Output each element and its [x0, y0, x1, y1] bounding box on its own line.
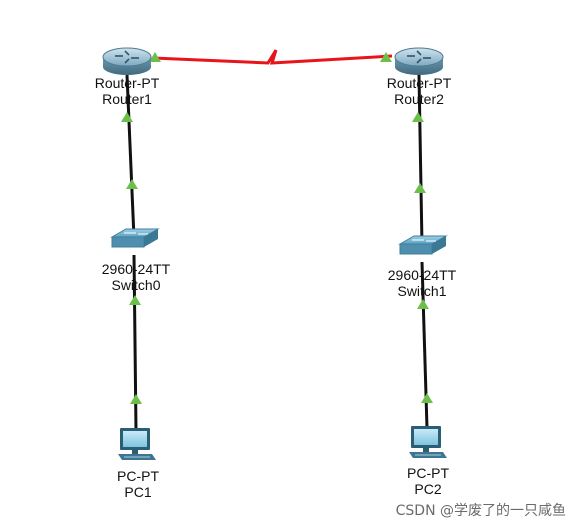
switch0-name: Switch0	[111, 277, 161, 293]
pc2-icon[interactable]	[409, 426, 447, 458]
router2-icon[interactable]	[394, 47, 444, 75]
link-router1-router2-serial[interactable]	[152, 49, 393, 65]
link-up-indicator	[121, 112, 133, 122]
switch1-icon[interactable]	[398, 235, 448, 255]
link-up-indicator	[126, 179, 138, 189]
pc2-name: PC2	[414, 481, 442, 497]
csdn-watermark: CSDN @学废了的一只咸鱼	[395, 503, 566, 519]
switch1-model: 2960-24TT	[387, 267, 457, 283]
router1-name: Router1	[102, 91, 152, 107]
router1-icon[interactable]	[102, 47, 152, 75]
pc1-icon[interactable]	[118, 428, 156, 460]
router2-model: Router-PT	[386, 75, 452, 91]
pc1-label[interactable]: PC-PT PC1	[88, 468, 188, 500]
switch1-label[interactable]: 2960-24TT Switch1	[372, 267, 472, 299]
link-up-indicator	[421, 393, 433, 403]
pc2-label[interactable]: PC-PT PC2	[378, 465, 478, 497]
link-up-indicator	[129, 295, 141, 305]
link-up-indicator	[380, 52, 392, 62]
router2-label[interactable]: Router-PT Router2	[369, 75, 469, 107]
switch1-name: Switch1	[397, 283, 447, 299]
router1-model: Router-PT	[94, 75, 160, 91]
link-up-indicator	[414, 183, 426, 193]
link-router2-switch1[interactable]	[417, 74, 424, 246]
link-up-indicator	[417, 299, 429, 309]
link-up-indicator	[149, 52, 161, 62]
router1-label[interactable]: Router-PT Router1	[77, 75, 177, 107]
link-status-indicators	[121, 52, 433, 404]
switch0-icon[interactable]	[110, 228, 160, 248]
link-router1-switch0[interactable]	[125, 74, 136, 239]
switch0-model: 2960-24TT	[101, 261, 171, 277]
link-up-indicator	[412, 112, 424, 122]
link-up-indicator	[130, 394, 142, 404]
pc1-name: PC1	[124, 484, 152, 500]
pc2-model: PC-PT	[407, 465, 449, 481]
switch0-label[interactable]: 2960-24TT Switch0	[86, 261, 186, 293]
router2-name: Router2	[394, 91, 444, 107]
pc1-model: PC-PT	[117, 468, 159, 484]
